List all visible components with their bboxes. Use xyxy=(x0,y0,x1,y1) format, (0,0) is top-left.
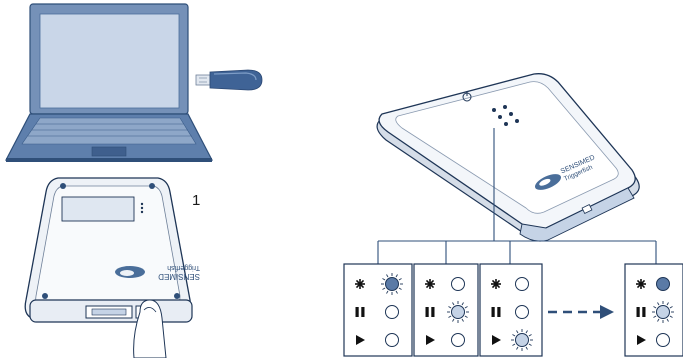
recorder-back-view: SENSIMED Triggerfish xyxy=(24,177,200,358)
indicator-panel xyxy=(343,263,413,357)
star-icon xyxy=(425,279,435,289)
play-icon xyxy=(426,335,435,345)
indicator-panel xyxy=(479,263,543,357)
play-led xyxy=(656,333,670,347)
pause-icon xyxy=(491,307,501,317)
step-number: 1 xyxy=(192,192,200,209)
star-led xyxy=(451,277,465,291)
indicator-panels xyxy=(343,263,683,357)
star-led xyxy=(515,277,529,291)
play-led xyxy=(511,329,533,351)
device-buttons xyxy=(492,105,519,126)
star-icon xyxy=(355,279,365,289)
play-led xyxy=(451,333,465,347)
usb-dongle-icon xyxy=(195,69,263,91)
pause-icon xyxy=(425,307,435,317)
indicator-panel xyxy=(413,263,479,357)
star-icon xyxy=(491,279,501,289)
play-icon xyxy=(492,335,501,345)
play-icon xyxy=(637,335,646,345)
pause-icon xyxy=(355,307,365,317)
play-icon xyxy=(356,335,365,345)
star-led xyxy=(656,277,670,291)
pause-led xyxy=(515,305,529,319)
brand-text-back: SENSIMED xyxy=(158,272,200,281)
sensimed-logo: SENSIMED Triggerfish xyxy=(115,264,200,281)
pause-icon xyxy=(636,307,646,317)
star-icon xyxy=(636,279,646,289)
pause-led xyxy=(652,301,674,323)
laptop xyxy=(5,3,213,162)
recorder-front-view: SENSIMED Triggerfish xyxy=(376,73,640,242)
indicator-panel xyxy=(624,263,683,357)
finger-icon xyxy=(133,299,167,358)
dashed-arrow-icon xyxy=(548,305,614,319)
play-led xyxy=(385,333,399,347)
product-text-back: Triggerfish xyxy=(167,264,200,271)
star-led xyxy=(381,273,403,295)
connector-lines xyxy=(377,128,657,264)
pause-led xyxy=(447,301,469,323)
pause-led xyxy=(385,305,399,319)
